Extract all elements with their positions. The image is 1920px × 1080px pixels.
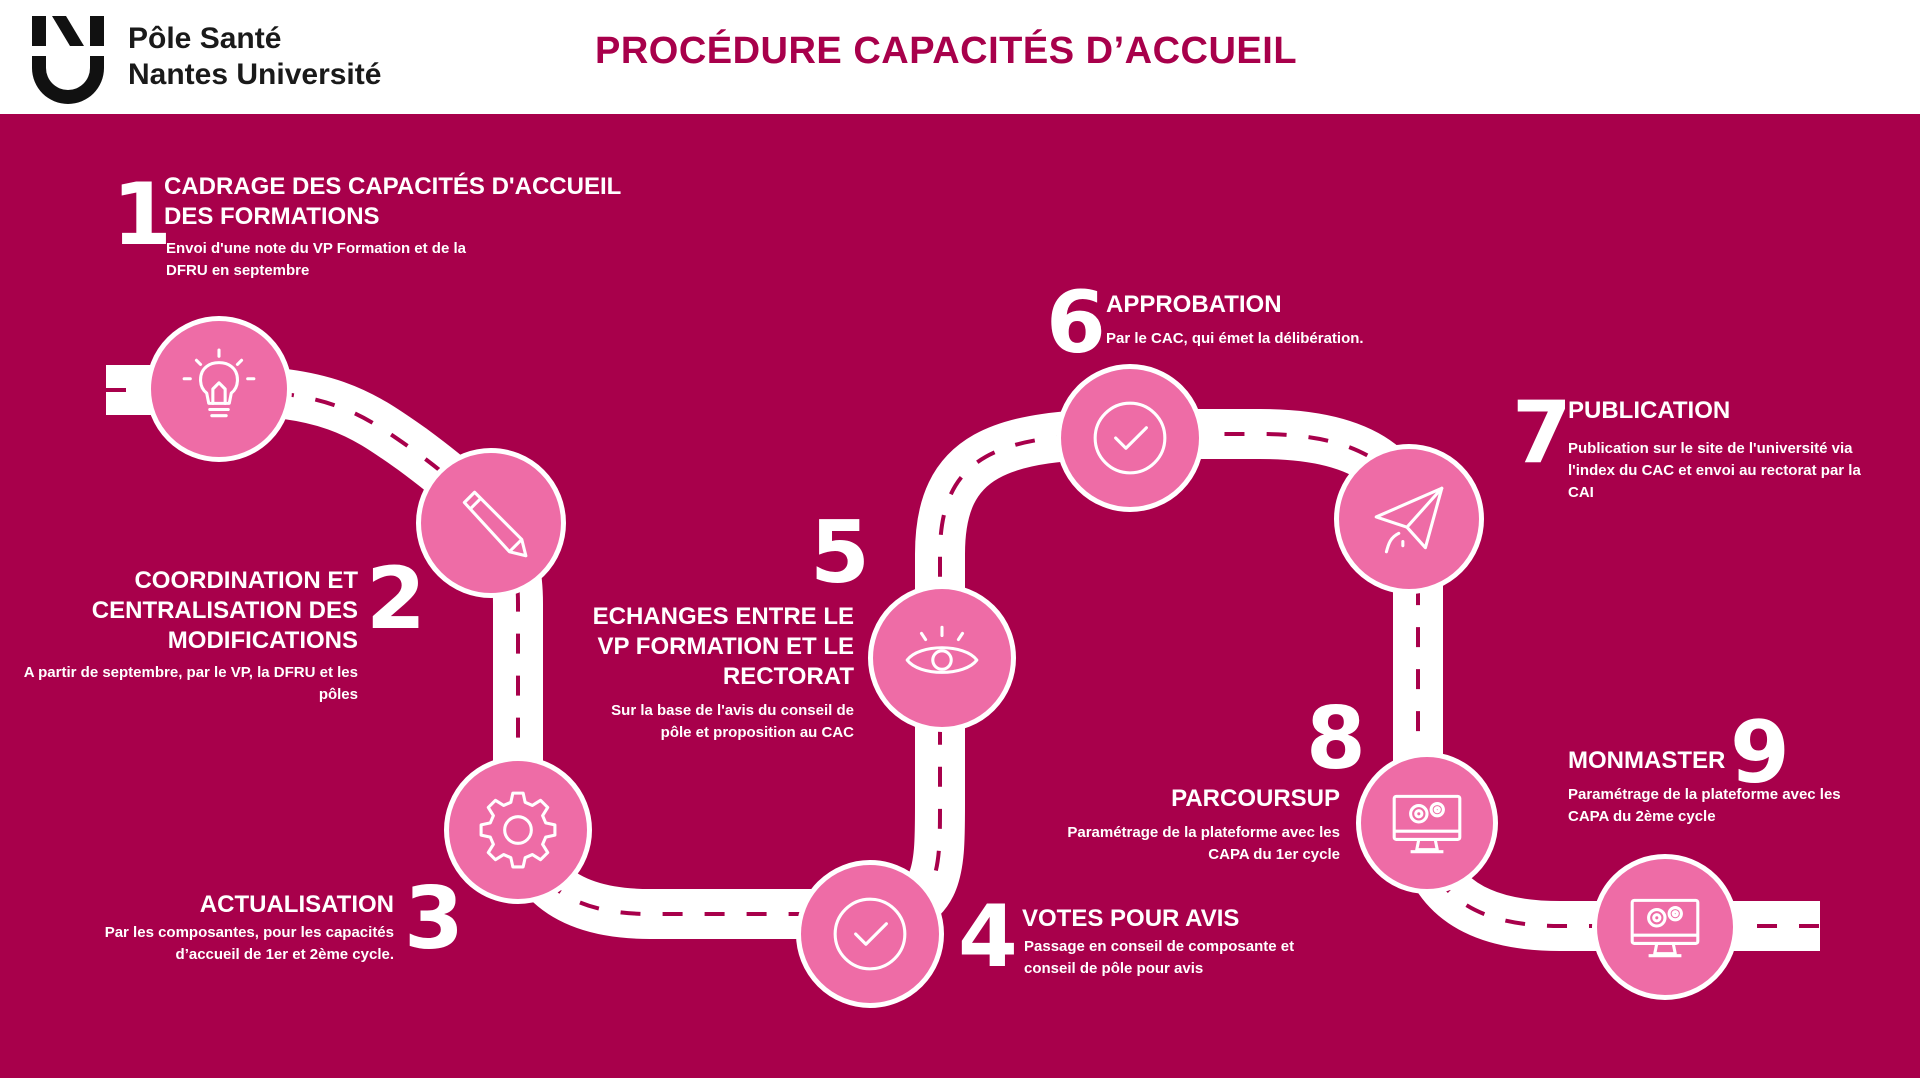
step-8-title: PARCOURSUP <box>1171 785 1340 812</box>
logo-line-1: Pôle Santé <box>128 22 282 55</box>
step-7-description: Publication sur le site de l'université … <box>1568 440 1861 501</box>
step-9-description: Paramétrage de la plateforme avec les CA… <box>1568 786 1841 825</box>
step-5-description: Sur la base de l'avis du conseil de pôle… <box>611 702 854 741</box>
step-2-circle <box>416 448 566 598</box>
step-6-description: Par le CAC, qui émet la délibération. <box>1106 330 1364 347</box>
step-7-number: 7 <box>1512 383 1572 483</box>
step-4-title: VOTES POUR AVIS <box>1022 905 1240 932</box>
step-3-number: 3 <box>404 869 464 969</box>
logo-line-2: Nantes Université <box>128 58 382 91</box>
monitor-gears-icon <box>1392 794 1462 854</box>
step-5-title: ECHANGES ENTRE LE VP FORMATION ET LE REC… <box>592 603 854 690</box>
main-panel: 1 CADRAGE DES CAPACITÉS D'ACCUEIL DES FO… <box>0 114 1920 1078</box>
paper-plane-icon <box>1374 486 1444 554</box>
step-2-number: 2 <box>366 549 426 649</box>
lightbulb-icon <box>182 348 256 418</box>
check-circle-icon <box>833 897 907 971</box>
step-8-description: Paramétrage de la plateforme avec les CA… <box>1067 824 1340 863</box>
page-title: PROCÉDURE CAPACITÉS D’ACCUEIL <box>594 30 1298 72</box>
nantes-universite-logo-icon <box>32 16 104 104</box>
header: Pôle Santé Nantes Université PROCÉDURE C… <box>0 0 1920 114</box>
step-9-title: MONMASTER <box>1568 747 1726 774</box>
step-4-number: 4 <box>958 887 1018 987</box>
step-7-circle <box>1334 444 1484 594</box>
step-5-circle <box>868 584 1016 732</box>
step-6-number: 6 <box>1046 273 1106 373</box>
step-5-number: 5 <box>810 503 870 603</box>
step-1-description: Envoi d'une note du VP Formation et de l… <box>166 240 466 279</box>
step-8-circle <box>1356 752 1498 894</box>
eye-icon <box>905 625 979 674</box>
step-3-title: ACTUALISATION <box>199 891 394 918</box>
step-3-circle <box>444 756 592 904</box>
step-1-title: CADRAGE DES CAPACITÉS D'ACCUEIL DES FORM… <box>164 173 621 230</box>
step-6-circle <box>1056 364 1204 512</box>
gear-icon <box>479 791 557 869</box>
check-circle-icon <box>1093 401 1167 475</box>
step-2-title: COORDINATION ET CENTRALISATION DES MODIF… <box>91 567 358 654</box>
step-2-description: A partir de septembre, par le VP, la DFR… <box>23 664 358 703</box>
monitor-gears-icon <box>1630 898 1700 958</box>
step-8-number: 8 <box>1306 689 1366 789</box>
pencil-icon <box>462 490 528 558</box>
step-6-title: APPROBATION <box>1106 291 1282 318</box>
step-9-number: 9 <box>1730 703 1790 803</box>
step-7-title: PUBLICATION <box>1568 397 1731 424</box>
step-4-description: Passage en conseil de composante et cons… <box>1024 938 1295 977</box>
step-9-circle <box>1592 854 1738 1000</box>
step-1-number: 1 <box>112 165 172 265</box>
step-1-circle <box>146 316 292 462</box>
step-4-circle <box>796 860 944 1008</box>
step-3-description: Par les composantes, pour les capacités … <box>104 924 394 963</box>
